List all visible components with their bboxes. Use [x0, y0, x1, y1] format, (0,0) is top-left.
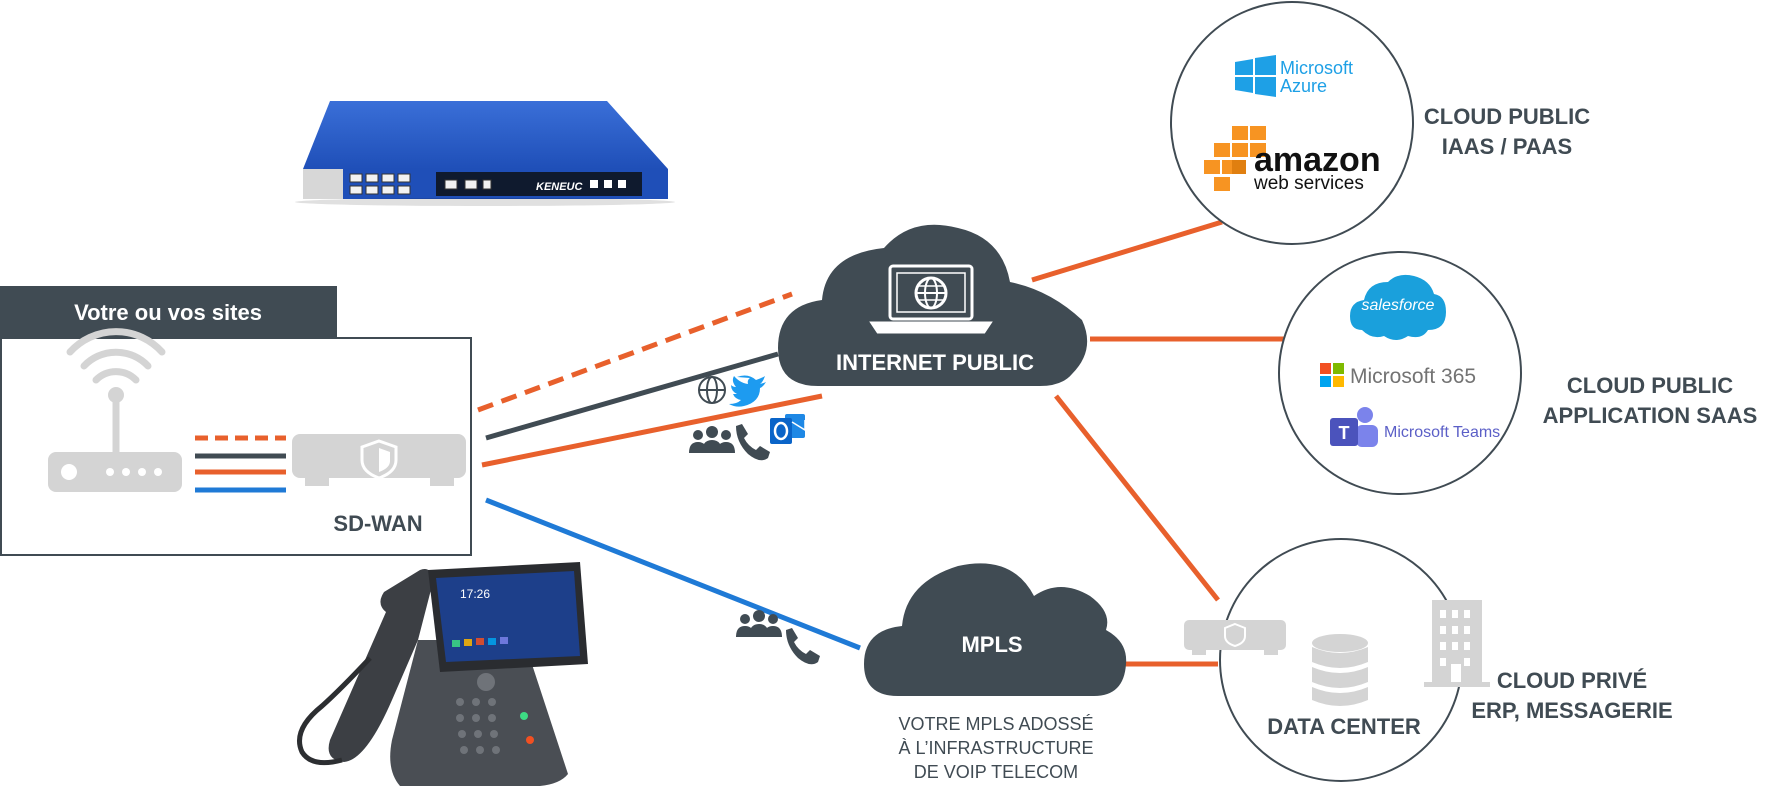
cloud-iaas-node: Microsoft Azure amazon web services CLOU…: [1170, 1, 1590, 245]
datacenter-sdwan-icon: [1184, 620, 1286, 655]
router-leds: [61, 464, 162, 480]
sites-title: Votre ou vos sites: [74, 300, 262, 325]
microsoft-365-logo-icon: [1320, 363, 1344, 387]
cloud-private-title-1: CLOUD PRIVÉ: [1497, 668, 1647, 693]
database-icon: [1312, 634, 1368, 706]
sdwan-internet-dark-line: [485, 351, 779, 441]
team-icon-mpls: [736, 610, 782, 637]
mpls-caption-line-3: DE VOIP TELECOM: [914, 762, 1078, 782]
sdwan-mpls-blue-line: [485, 497, 861, 651]
mpls-caption-line-2: À L’INFRASTRUCTURE: [898, 738, 1093, 758]
svg-text:T: T: [1339, 423, 1350, 443]
phone-icon: [736, 424, 770, 461]
internet-cloud: INTERNET PUBLIC: [778, 224, 1088, 386]
sdwan-internet-orange-line: [481, 393, 823, 468]
internet-label: INTERNET PUBLIC: [836, 350, 1034, 375]
azure-label-1: Microsoft: [1280, 58, 1353, 78]
router-icon: [48, 328, 182, 492]
connection-lines: [477, 219, 1284, 667]
microsoft-365-label: Microsoft 365: [1350, 365, 1476, 388]
aws-boxes-icon: [1204, 126, 1266, 191]
phone-clock: 17:26: [460, 587, 490, 601]
cloud-saas-title-1: CLOUD PUBLIC: [1567, 373, 1733, 398]
voip-phone-image: 17:26: [297, 562, 588, 786]
appliance-brand: KENEUC: [536, 181, 584, 193]
salesforce-label: salesforce: [1362, 297, 1435, 314]
teams-label: Microsoft Teams: [1384, 424, 1500, 441]
mpls-label: MPLS: [961, 632, 1022, 657]
mpls-link-icons: [736, 610, 820, 665]
cloud-saas-node: salesforce Microsoft 365 T Microsoft Tea…: [1278, 251, 1758, 495]
sdwan-internet-dashed-line: [477, 291, 793, 413]
mpls-cloud: MPLS VOTRE MPLS ADOSSÉ À L’INFRASTRUCTUR…: [864, 563, 1127, 782]
sdwan-device-icon: [292, 434, 466, 486]
aws-label-1: amazon: [1254, 141, 1381, 179]
internet-link-icons: [689, 375, 806, 461]
aws-label-2: web services: [1253, 173, 1364, 194]
outlook-icon: [770, 414, 806, 444]
salesforce-cloud-icon: [1350, 274, 1446, 340]
twitter-icon: [729, 375, 766, 407]
internet-datacenter-line: [1054, 394, 1220, 602]
link-legend: [195, 435, 286, 493]
sdwan-label: SD-WAN: [333, 511, 422, 536]
azure-label-2: Azure: [1280, 76, 1327, 96]
teams-icon: T: [1330, 407, 1378, 447]
sdwan-appliance-image: KENEUC: [295, 101, 675, 206]
sites-title-bar: [0, 286, 337, 338]
cloud-saas-title-2: APPLICATION SAAS: [1543, 403, 1758, 428]
datacenter-node: DATA CENTER CLOUD PRIVÉ ERP, MESSAGERIE: [1184, 538, 1673, 782]
cloud-iaas-title-2: IAAS / PAAS: [1442, 134, 1572, 159]
internet-iaas-line: [1031, 219, 1223, 283]
globe-icon: [698, 376, 726, 404]
azure-windows-icon: [1235, 55, 1276, 97]
mpls-caption-line-1: VOTRE MPLS ADOSSÉ: [898, 714, 1093, 734]
team-icon: [689, 426, 735, 453]
phone-icon-mpls: [786, 628, 820, 665]
laptop-globe-icon: [869, 264, 993, 334]
cloud-private-title-2: ERP, MESSAGERIE: [1471, 698, 1672, 723]
cloud-iaas-title-1: CLOUD PUBLIC: [1424, 104, 1590, 129]
sites-panel: Votre ou vos sites: [0, 286, 472, 556]
datacenter-label: DATA CENTER: [1267, 714, 1421, 739]
